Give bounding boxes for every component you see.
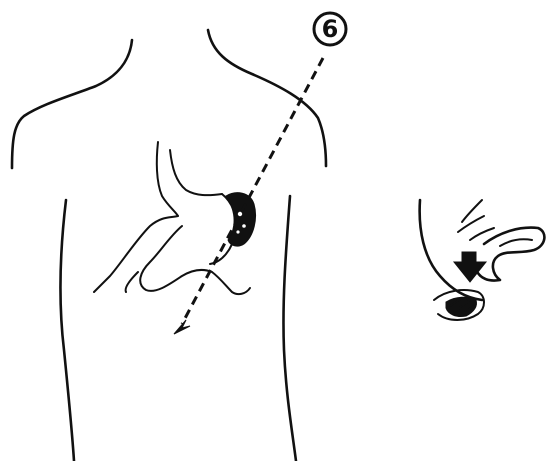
- trajectory-arrowhead: [174, 320, 190, 334]
- duodenum-curve: [126, 272, 138, 292]
- inset-finger: [476, 228, 544, 281]
- pylorus-curve: [212, 272, 250, 294]
- fundus-shading: [226, 193, 256, 246]
- stomach-anatomy: [94, 142, 256, 294]
- fundus-speckle: [238, 212, 242, 216]
- inset-hair-strokes: [458, 200, 494, 240]
- torso-outline: [12, 30, 326, 461]
- inset-finger-detail: [500, 239, 532, 246]
- torso-right-side: [283, 196, 296, 461]
- fundus-speckle: [236, 230, 239, 233]
- antrum-loop: [140, 226, 212, 291]
- esophagus-left-wall: [157, 142, 178, 216]
- esophagus-right-wall: [170, 150, 222, 195]
- neck-left-line: [12, 40, 132, 168]
- neck-right-line: [208, 30, 326, 166]
- step-number: 6: [322, 15, 339, 43]
- step-marker: 6: [314, 13, 346, 45]
- torso-left-side: [60, 200, 74, 461]
- insertion-path: [174, 58, 323, 334]
- inset-body-curve: [420, 200, 482, 300]
- stomach-greater-curvature: [94, 216, 178, 292]
- fundus-speckle: [242, 224, 246, 228]
- inset-detail: [420, 200, 545, 320]
- dashed-trajectory-line: [182, 58, 323, 324]
